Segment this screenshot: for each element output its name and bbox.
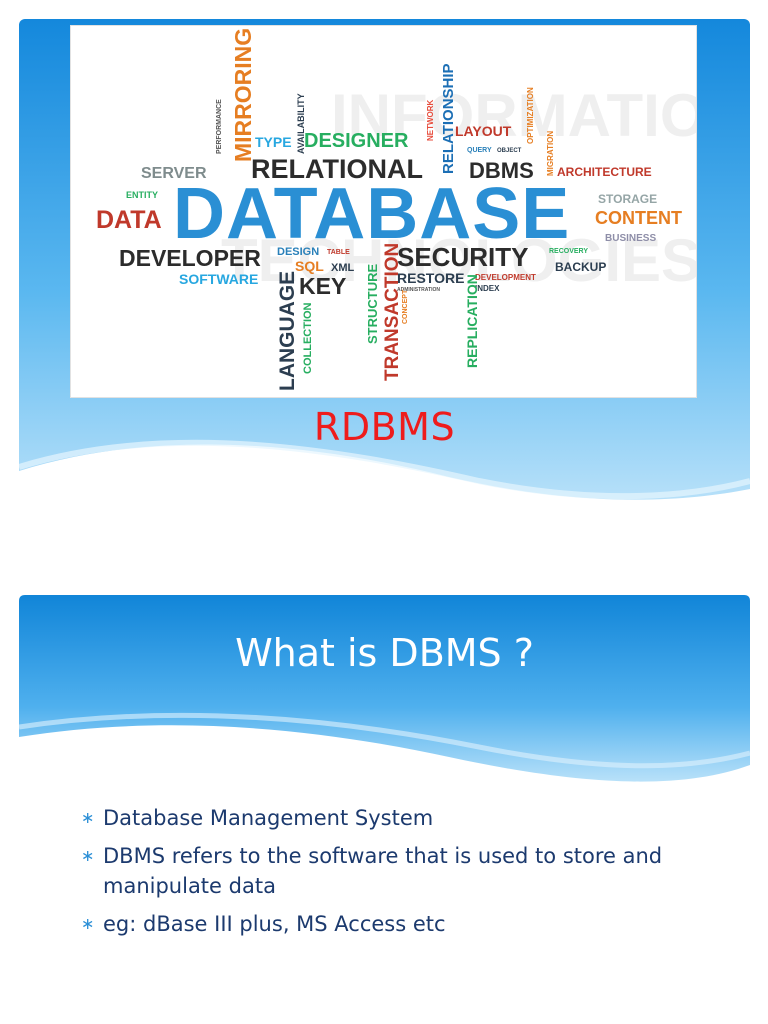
slide-title-what-is-dbms: What is DBMS ?: [235, 631, 534, 675]
word-data: DATA: [96, 206, 162, 234]
svg-text:TECHNOLOGIES: TECHNOLOGIES: [221, 227, 697, 294]
word-mirroring: MIRRORING: [230, 28, 256, 162]
word-transaction: TRANSACTION: [382, 243, 403, 381]
word-business: BUSINESS: [605, 233, 656, 244]
slide-rdbms: INFORMATION TECHNOLOGIES MIRRORING PERFO…: [19, 19, 750, 519]
word-performance: PERFORMANCE: [216, 99, 223, 154]
word-type: TYPE: [255, 134, 292, 150]
word-development: DEVELOPMENT: [475, 273, 536, 282]
word-designer: DESIGNER: [304, 130, 409, 152]
bullet-item: ∗ Database Management System: [81, 803, 721, 833]
bullet-star-icon: ∗: [81, 808, 95, 827]
bullet-star-icon: ∗: [81, 914, 95, 933]
word-relationship: RELATIONSHIP: [440, 63, 457, 174]
word-server: SERVER: [141, 165, 207, 182]
word-design: DESIGN: [277, 246, 319, 258]
svg-text:INFORMATION: INFORMATION: [331, 82, 697, 149]
word-backup: BACKUP: [555, 260, 606, 274]
word-architecture: ARCHITECTURE: [557, 165, 652, 179]
word-structure: STRUCTURE: [365, 264, 380, 344]
bullet-text: Database Management System: [103, 806, 434, 830]
slide-what-is-dbms: What is DBMS ? ∗ Database Management Sys…: [19, 595, 750, 1015]
bullet-item: ∗ eg: dBase III plus, MS Access etc: [81, 909, 721, 939]
slide-title-rdbms: RDBMS: [313, 405, 456, 449]
database-word-cloud-image: INFORMATION TECHNOLOGIES MIRRORING PERFO…: [70, 25, 697, 398]
bullet-text: eg: dBase III plus, MS Access etc: [103, 912, 446, 936]
word-network: NETWORK: [426, 99, 435, 141]
word-object: OBJECT: [497, 148, 522, 154]
word-restore: RESTORE: [397, 270, 464, 286]
word-recovery: RECOVERY: [549, 248, 588, 255]
word-key: KEY: [299, 273, 346, 299]
word-security: SECURITY: [397, 242, 528, 272]
word-administration: ADMINISTRATION: [397, 287, 440, 293]
bullet-item: ∗ DBMS refers to the software that is us…: [81, 841, 721, 901]
word-xml: XML: [331, 262, 355, 274]
slide-header-background: [19, 595, 750, 782]
bullet-list: ∗ Database Management System ∗ DBMS refe…: [81, 803, 721, 947]
word-entity: ENTITY: [126, 190, 158, 200]
bullet-text: DBMS refers to the software that is used…: [103, 844, 663, 898]
word-sql: SQL: [295, 258, 324, 274]
bullet-star-icon: ∗: [81, 846, 95, 865]
word-query: QUERY: [467, 147, 492, 154]
word-migration: MIGRATION: [546, 131, 555, 176]
word-database: DATABASE: [173, 174, 570, 254]
word-storage: STORAGE: [598, 192, 657, 206]
word-availability: AVAILABILITY: [296, 93, 306, 154]
word-collection: COLLECTION: [302, 302, 314, 374]
word-developer: DEVELOPER: [119, 245, 261, 271]
word-relational: RELATIONAL: [251, 154, 423, 184]
word-index: INDEX: [475, 284, 500, 293]
word-table: TABLE: [327, 249, 350, 256]
word-layout: LAYOUT: [455, 123, 512, 139]
word-software: SOFTWARE: [179, 271, 258, 287]
word-language: LANGUAGE: [276, 271, 299, 391]
word-optimization: OPTIMIZATION: [526, 87, 535, 144]
word-replication: REPLICATION: [464, 274, 480, 368]
word-concept: CONCEPT: [402, 289, 409, 324]
word-content: CONTENT: [595, 208, 682, 228]
word-dbms: DBMS: [469, 158, 534, 183]
